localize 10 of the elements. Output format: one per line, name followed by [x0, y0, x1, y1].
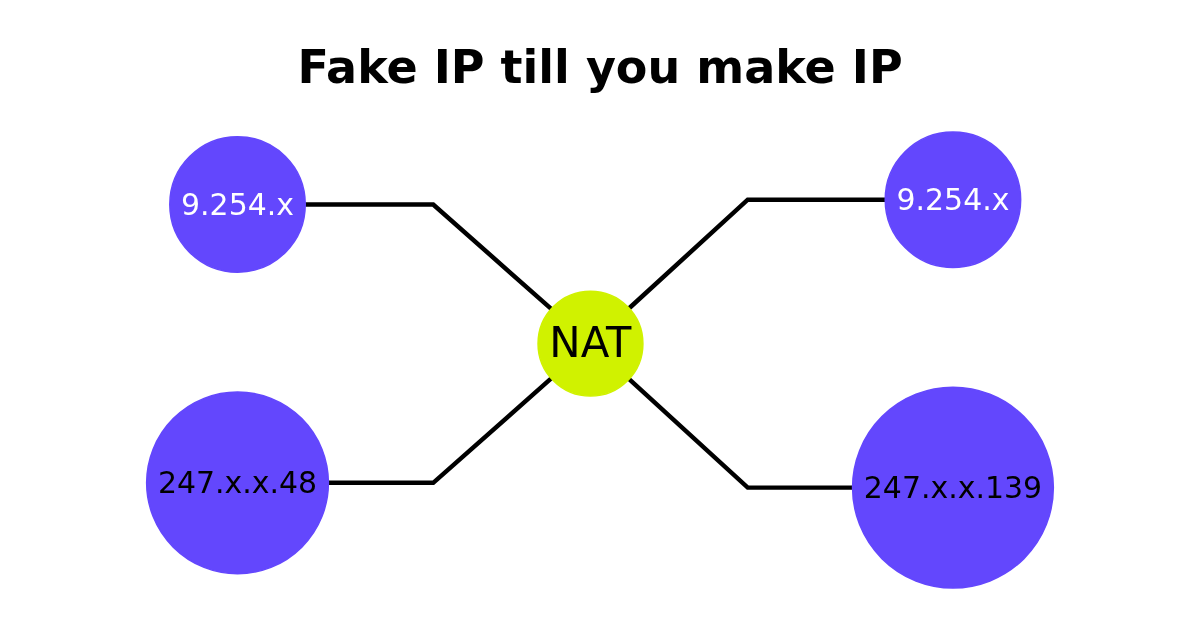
- node-circle: 247.x.x.139: [851, 386, 1055, 589]
- connector: [627, 197, 886, 310]
- node-circle: NAT: [537, 290, 644, 397]
- diagram-title: Fake IP till you make IP: [297, 40, 903, 94]
- node-circle: 9.254.x: [169, 136, 306, 273]
- connector: [328, 376, 553, 486]
- node-circle: 9.254.x: [884, 131, 1022, 269]
- connector: [627, 377, 853, 490]
- node-circle: 247.x.x.48: [145, 391, 330, 575]
- connector: [305, 202, 553, 311]
